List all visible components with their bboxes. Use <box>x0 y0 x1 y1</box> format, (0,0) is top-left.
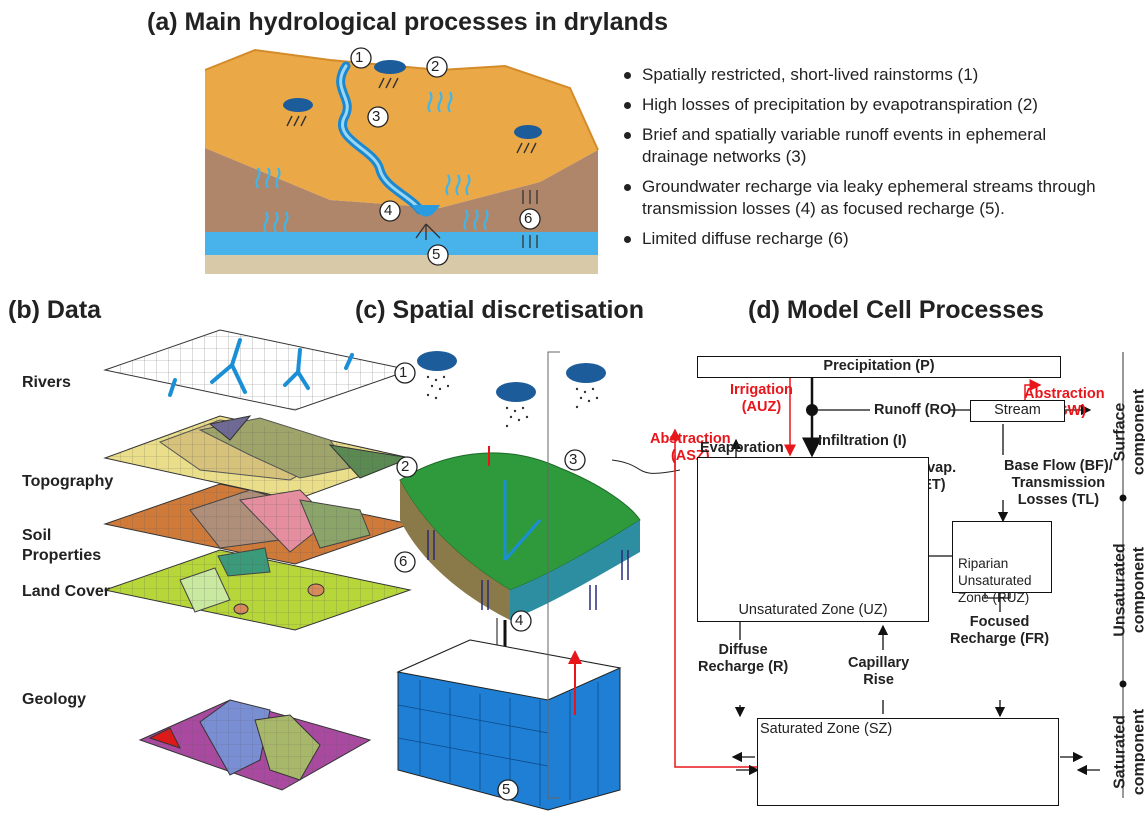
marker-c-1: 1 <box>399 364 408 381</box>
process-item: Brief and spatially variable runoff even… <box>622 124 1102 168</box>
marker-a-1: 1 <box>355 49 364 66</box>
marker-c-5: 5 <box>502 781 511 798</box>
process-item: High losses of precipitation by evapotra… <box>622 94 1142 116</box>
marker-a-3: 3 <box>372 108 381 125</box>
marker-c-4: 4 <box>515 612 524 629</box>
marker-a-4: 4 <box>384 202 393 219</box>
surface-component-label: Surface component <box>1111 388 1145 476</box>
panel-a-title: (a) Main hydrological processes in dryla… <box>147 8 668 36</box>
marker-c-2: 2 <box>401 458 410 475</box>
baseflow-label: Base Flow (BF)/ Transmission Losses (TL) <box>1004 458 1113 508</box>
layer-label-rivers: Rivers <box>22 374 71 391</box>
marker-a-6: 6 <box>524 210 533 227</box>
ruz-label: Riparian Unsaturated Zone (RUZ) <box>958 556 1032 605</box>
layer-label-geology: Geology <box>22 691 87 708</box>
marker-a-5: 5 <box>432 246 441 263</box>
marker-c-6: 6 <box>399 553 408 570</box>
precipitation-label: Precipitation (P) <box>823 358 935 374</box>
layer-label-landcover: Land Cover <box>22 583 111 600</box>
stream-box <box>970 400 1065 422</box>
runoff-label: Runoff (RO) <box>874 402 957 418</box>
focused-recharge-label: Focused Recharge (FR) <box>950 614 1050 647</box>
ruz-box <box>952 521 1052 593</box>
infiltration-label: Infiltration (I) <box>818 433 907 449</box>
panel-b-title: (b) Data <box>8 296 102 324</box>
irrigation-label: Irrigation (AUZ) <box>730 382 793 415</box>
layer-label-soil: Soil Properties <box>22 527 102 564</box>
diffuse-recharge-label: Diffuse Recharge (R) <box>698 642 789 675</box>
sz-box <box>757 718 1059 806</box>
sz-label: Saturated Zone (SZ) <box>760 721 893 737</box>
process-item: Spatially restricted, short-lived rainst… <box>622 64 1142 86</box>
unsaturated-component-label: Unsaturated component <box>1111 543 1145 637</box>
layer-label-topography: Topography <box>22 473 114 490</box>
stream-label: Stream <box>994 402 1041 418</box>
uz-label: Unsaturated Zone (UZ) <box>738 602 888 618</box>
capillary-rise-label: Capillary Rise <box>848 655 910 688</box>
panel-c-title: (c) Spatial discretisation <box>355 296 644 324</box>
saturated-component-label: Saturated component <box>1111 708 1145 796</box>
panel-d-title: (d) Model Cell Processes <box>748 296 1044 324</box>
marker-a-2: 2 <box>431 58 440 75</box>
process-item: Limited diffuse recharge (6) <box>622 228 1142 250</box>
precipitation-box <box>697 356 1061 378</box>
uz-box <box>697 457 929 622</box>
marker-c-3: 3 <box>569 451 578 468</box>
process-list: Spatially restricted, short-lived rainst… <box>622 64 1142 258</box>
process-item: Groundwater recharge via leaky ephemeral… <box>622 176 1097 220</box>
